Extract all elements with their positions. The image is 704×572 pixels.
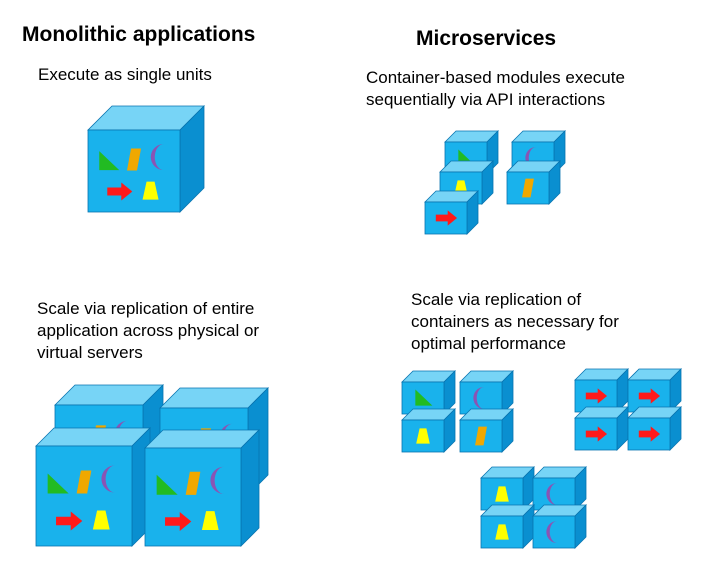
cube-front-face xyxy=(480,515,524,549)
trapezoid-shape xyxy=(201,511,219,530)
micro-replica-trapezoid-b xyxy=(480,504,535,549)
trapezoid-shape xyxy=(92,510,110,530)
purple-crescent-icon xyxy=(210,466,225,494)
trapezoid-shape xyxy=(416,428,430,444)
orange-parallelogram-icon xyxy=(475,426,487,446)
cube-front-face xyxy=(87,129,181,213)
monolith-replica-front-right xyxy=(144,429,260,547)
red-arrow-icon xyxy=(435,210,458,226)
arrow-shape xyxy=(585,426,608,442)
cube-side-face xyxy=(240,429,260,547)
arrow-shape xyxy=(585,388,608,404)
cube-top-face xyxy=(144,429,260,449)
monolithic-scale-line-1: Scale via replication of entire xyxy=(37,299,255,318)
parallelogram-shape xyxy=(475,426,487,446)
micro-replica-crescent xyxy=(459,370,514,415)
micro-replica-parallelogram xyxy=(459,408,514,453)
red-arrow-icon xyxy=(638,426,661,442)
micro-replica-trapezoid xyxy=(401,408,456,453)
cube-front-face xyxy=(424,201,468,235)
yellow-trapezoid-icon xyxy=(416,428,430,444)
arrow-shape xyxy=(56,511,83,531)
arrow-shape xyxy=(107,182,133,201)
micro-replica-arrow-2 xyxy=(627,368,682,413)
microservices-execute-line-1: Container-based modules execute xyxy=(366,68,625,87)
arrow-shape xyxy=(165,512,192,531)
arrow-shape xyxy=(435,210,458,226)
microservices-scale-line-2: containers as necessary for xyxy=(411,312,619,331)
red-arrow-icon xyxy=(585,388,608,404)
crescent-shape xyxy=(546,482,558,506)
trapezoid-shape xyxy=(495,524,509,540)
crescent-shape xyxy=(101,465,116,493)
micro-replica-triangle xyxy=(401,370,456,415)
micro-replica-trapezoid-a xyxy=(480,466,535,511)
monolithic-scale-line-2: application across physical or xyxy=(37,321,260,340)
parallelogram-shape xyxy=(185,471,201,495)
crescent-shape xyxy=(546,520,558,544)
red-arrow-icon xyxy=(165,512,192,531)
micro-replica-arrow-1 xyxy=(574,368,629,413)
crescent-shape xyxy=(210,466,225,494)
yellow-trapezoid-icon xyxy=(201,511,219,530)
monolithic-scale-line-3: virtual servers xyxy=(37,343,143,362)
yellow-trapezoid-icon xyxy=(495,524,509,540)
green-triangle-icon xyxy=(99,151,120,171)
monolithic-execute-text: Execute as single units xyxy=(38,65,212,84)
cube-front-face xyxy=(532,515,576,549)
micro-module-arrow xyxy=(424,190,479,235)
monolith-cube xyxy=(87,105,205,213)
monolith-replica-front-left xyxy=(35,427,151,547)
orange-parallelogram-icon xyxy=(522,178,534,198)
micro-replica-arrow-3 xyxy=(574,406,629,451)
red-arrow-icon xyxy=(585,426,608,442)
arrow-shape xyxy=(638,426,661,442)
purple-crescent-icon xyxy=(101,465,116,493)
microservices-scale-text: Scale via replication of containers as n… xyxy=(411,289,619,355)
crescent-shape xyxy=(150,144,164,171)
arrow-shape xyxy=(638,388,661,404)
parallelogram-shape xyxy=(76,470,92,494)
trapezoid-shape xyxy=(142,181,159,200)
micro-replica-crescent-a xyxy=(532,466,587,511)
parallelogram-shape xyxy=(522,178,534,198)
yellow-trapezoid-icon xyxy=(92,510,110,530)
yellow-trapezoid-icon xyxy=(142,181,159,200)
red-arrow-icon xyxy=(56,511,83,531)
purple-crescent-icon xyxy=(546,520,558,544)
purple-crescent-icon xyxy=(546,482,558,506)
purple-crescent-icon xyxy=(150,144,164,171)
microservices-scale-line-3: optimal performance xyxy=(411,334,566,353)
trapezoid-shape xyxy=(495,486,509,502)
micro-module-parallelogram xyxy=(506,160,561,205)
monolithic-scale-text: Scale via replication of entire applicat… xyxy=(37,298,259,364)
triangle-shape xyxy=(415,389,433,406)
cube-top-face xyxy=(35,427,151,447)
monolithic-title: Monolithic applications xyxy=(22,23,256,46)
red-arrow-icon xyxy=(638,388,661,404)
purple-crescent-icon xyxy=(473,386,485,410)
microservices-execute-line-2: sequentially via API interactions xyxy=(366,90,606,109)
microservices-title: Microservices xyxy=(416,27,557,50)
orange-parallelogram-icon xyxy=(76,470,92,494)
triangle-shape xyxy=(99,151,120,171)
micro-replica-arrow-4 xyxy=(627,406,682,451)
microservices-execute-text: Container-based modules execute sequenti… xyxy=(366,67,625,111)
cube-front-face xyxy=(144,447,242,547)
micro-replica-crescent-b xyxy=(532,504,587,549)
orange-parallelogram-icon xyxy=(127,148,141,171)
microservices-scale-line-1: Scale via replication of xyxy=(411,290,582,309)
parallelogram-shape xyxy=(127,148,141,171)
yellow-trapezoid-icon xyxy=(495,486,509,502)
crescent-shape xyxy=(473,386,485,410)
red-arrow-icon xyxy=(107,182,133,201)
cube-front-face xyxy=(35,445,133,547)
orange-parallelogram-icon xyxy=(185,471,201,495)
green-triangle-icon xyxy=(415,389,433,406)
